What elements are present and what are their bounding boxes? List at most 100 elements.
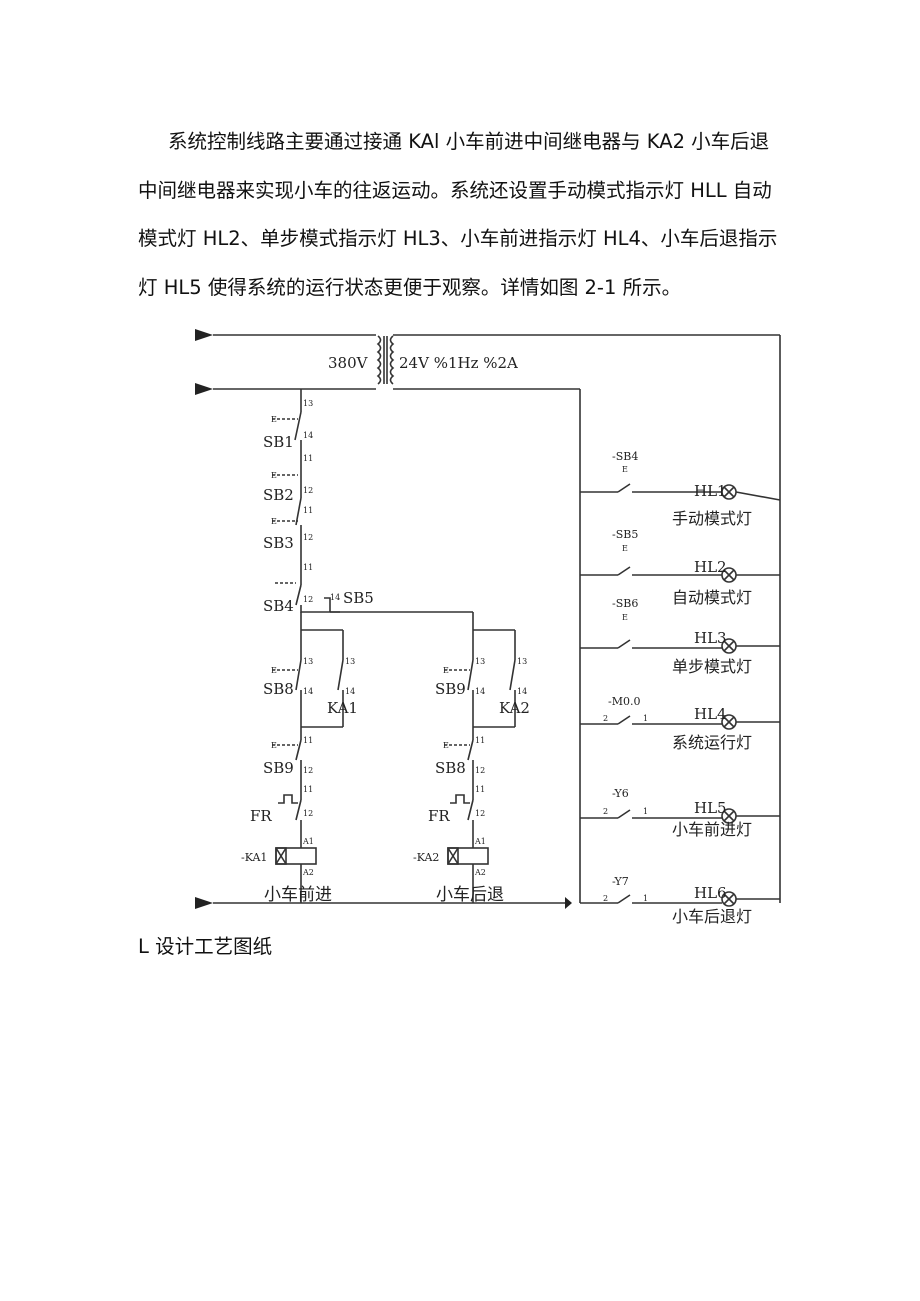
switch-y7-label: -Y7 — [612, 875, 629, 888]
svg-text:1: 1 — [643, 807, 648, 816]
svg-text:13: 13 — [303, 399, 313, 408]
svg-text:E: E — [271, 471, 277, 480]
svg-text:11: 11 — [475, 785, 485, 794]
svg-text:12: 12 — [475, 766, 485, 775]
lamp-hl3-caption: 单步模式灯 — [672, 657, 752, 676]
left-sb8-label: SB8 — [263, 680, 294, 698]
transformer-symbol: 380V 24V %1Hz %2A — [328, 334, 780, 390]
input-line-top — [195, 329, 376, 341]
lamp-row-5: -Y6 2 1 HL5 小车前进灯 — [580, 787, 780, 839]
svg-text:11: 11 — [475, 736, 485, 745]
svg-text:E: E — [271, 666, 277, 675]
lamp-row-3: -SB6 E HL3 单步模式灯 — [580, 597, 780, 676]
lamp-hl5-caption: 小车前进灯 — [672, 820, 752, 839]
svg-text:11: 11 — [303, 506, 313, 515]
svg-text:12: 12 — [303, 766, 313, 775]
svg-text:1: 1 — [643, 714, 648, 723]
svg-text:E: E — [622, 613, 628, 622]
right-sb9-label: SB9 — [435, 680, 466, 698]
svg-text:11: 11 — [303, 563, 313, 572]
coil-ka2-label: -KA2 — [413, 851, 439, 864]
right-sb8-label: SB8 — [435, 759, 466, 777]
input-line-bottom — [195, 383, 376, 395]
svg-text:13: 13 — [475, 657, 485, 666]
svg-text:12: 12 — [303, 809, 313, 818]
coil-ka1-label: -KA1 — [241, 851, 267, 864]
sb1-label: SB1 — [263, 433, 294, 451]
sb3-label: SB3 — [263, 534, 294, 552]
svg-text:E: E — [271, 415, 277, 424]
branch-forward: E 13 14 13 14 SB8 KA1 E 11 12 11 SB9 12 … — [241, 629, 358, 905]
lamp-row-6: -Y7 2 1 HL6 小车后退灯 — [580, 875, 780, 926]
svg-text:A2: A2 — [474, 868, 486, 877]
intro-paragraph: 系统控制线路主要通过接通 KAl 小车前进中间继电器与 KA2 小车后退 中间继… — [138, 118, 788, 312]
paragraph-line-4: 灯 HL5 使得系统的运行状态更便于观察。详情如图 2-1 所示。 — [138, 275, 682, 299]
sb4-label: SB4 — [263, 597, 294, 615]
svg-text:14: 14 — [517, 687, 527, 696]
lamp-hl2-caption: 自动模式灯 — [672, 588, 752, 607]
svg-text:E: E — [622, 544, 628, 553]
svg-text:1: 1 — [643, 894, 648, 903]
svg-text:14: 14 — [345, 687, 355, 696]
backward-branch-label: 小车后退 — [436, 885, 504, 905]
svg-text:E: E — [271, 741, 277, 750]
lamp-hl6-label: HL6 — [694, 884, 727, 902]
svg-text:E: E — [271, 517, 277, 526]
transformer-primary-label: 380V — [328, 354, 369, 372]
svg-text:13: 13 — [517, 657, 527, 666]
svg-text:12: 12 — [475, 809, 485, 818]
svg-text:2: 2 — [603, 714, 608, 723]
figure-caption: L 设计工艺图纸 — [138, 935, 273, 958]
lamp-row-1: -SB4 E HL1 手动模式灯 — [580, 450, 781, 528]
switch-sb6-label: -SB6 — [612, 597, 638, 610]
right-fr-label: FR — [428, 807, 450, 825]
svg-text:A2: A2 — [302, 868, 314, 877]
switch-m00-label: -M0.0 — [608, 695, 640, 708]
lamp-hl5-label: HL5 — [694, 799, 727, 817]
lamp-hl4-caption: 系统运行灯 — [672, 733, 752, 752]
left-control-column: E 13 14 11 SB1 E 12 11 SB2 E 12 11 SB3 1… — [263, 389, 474, 630]
svg-text:E: E — [622, 465, 628, 474]
transformer-secondary-label: 24V %1Hz %2A — [399, 354, 518, 372]
svg-text:14: 14 — [303, 687, 313, 696]
left-sb9-label: SB9 — [263, 759, 294, 777]
svg-text:2: 2 — [603, 894, 608, 903]
svg-text:A1: A1 — [474, 837, 486, 846]
lamp-hl3-label: HL3 — [694, 629, 727, 647]
svg-text:14: 14 — [303, 431, 313, 440]
svg-text:2: 2 — [603, 807, 608, 816]
left-fr-label: FR — [250, 807, 272, 825]
svg-text:11: 11 — [303, 736, 313, 745]
lamp-hl2-label: HL2 — [694, 558, 727, 576]
svg-text:E: E — [443, 741, 449, 750]
lamp-row-4: -M0.0 2 1 HL4 系统运行灯 — [580, 695, 780, 752]
lamp-row-2: -SB5 E HL2 自动模式灯 — [580, 528, 780, 607]
svg-text:E: E — [443, 666, 449, 675]
forward-branch-label: 小车前进 — [264, 885, 332, 905]
switch-y6-label: -Y6 — [612, 787, 629, 800]
svg-text:12: 12 — [303, 595, 313, 604]
svg-text:13: 13 — [303, 657, 313, 666]
switch-sb4-label: -SB4 — [612, 450, 638, 463]
sb5-label: SB5 — [343, 589, 374, 607]
svg-text:14: 14 — [330, 593, 340, 602]
svg-text:13: 13 — [345, 657, 355, 666]
lamp-hl4-label: HL4 — [694, 705, 727, 723]
svg-text:12: 12 — [303, 533, 313, 542]
svg-text:A1: A1 — [302, 837, 314, 846]
svg-text:14: 14 — [475, 687, 485, 696]
output-line-bottom — [195, 897, 572, 909]
ka2-label: KA2 — [499, 699, 530, 717]
paragraph-line-2: 中间继电器来实现小车的往返运动。系统还设置手动模式指示灯 HLL 自动 — [138, 178, 772, 202]
ka1-label: KA1 — [327, 699, 358, 717]
lamp-hl1-caption: 手动模式灯 — [672, 509, 752, 528]
branch-backward: E 13 14 13 14 SB9 KA2 E 11 12 11 SB8 12 … — [413, 629, 530, 905]
svg-text:12: 12 — [303, 486, 313, 495]
paragraph-line-3: 模式灯 HL2、单步模式指示灯 HL3、小车前进指示灯 HL4、小车后退指示 — [138, 227, 778, 250]
sb2-label: SB2 — [263, 486, 294, 504]
lamp-hl6-caption: 小车后退灯 — [672, 907, 752, 926]
svg-text:11: 11 — [303, 454, 313, 463]
lamp-hl1-label: HL1 — [694, 482, 727, 500]
switch-sb5-label: -SB5 — [612, 528, 638, 541]
